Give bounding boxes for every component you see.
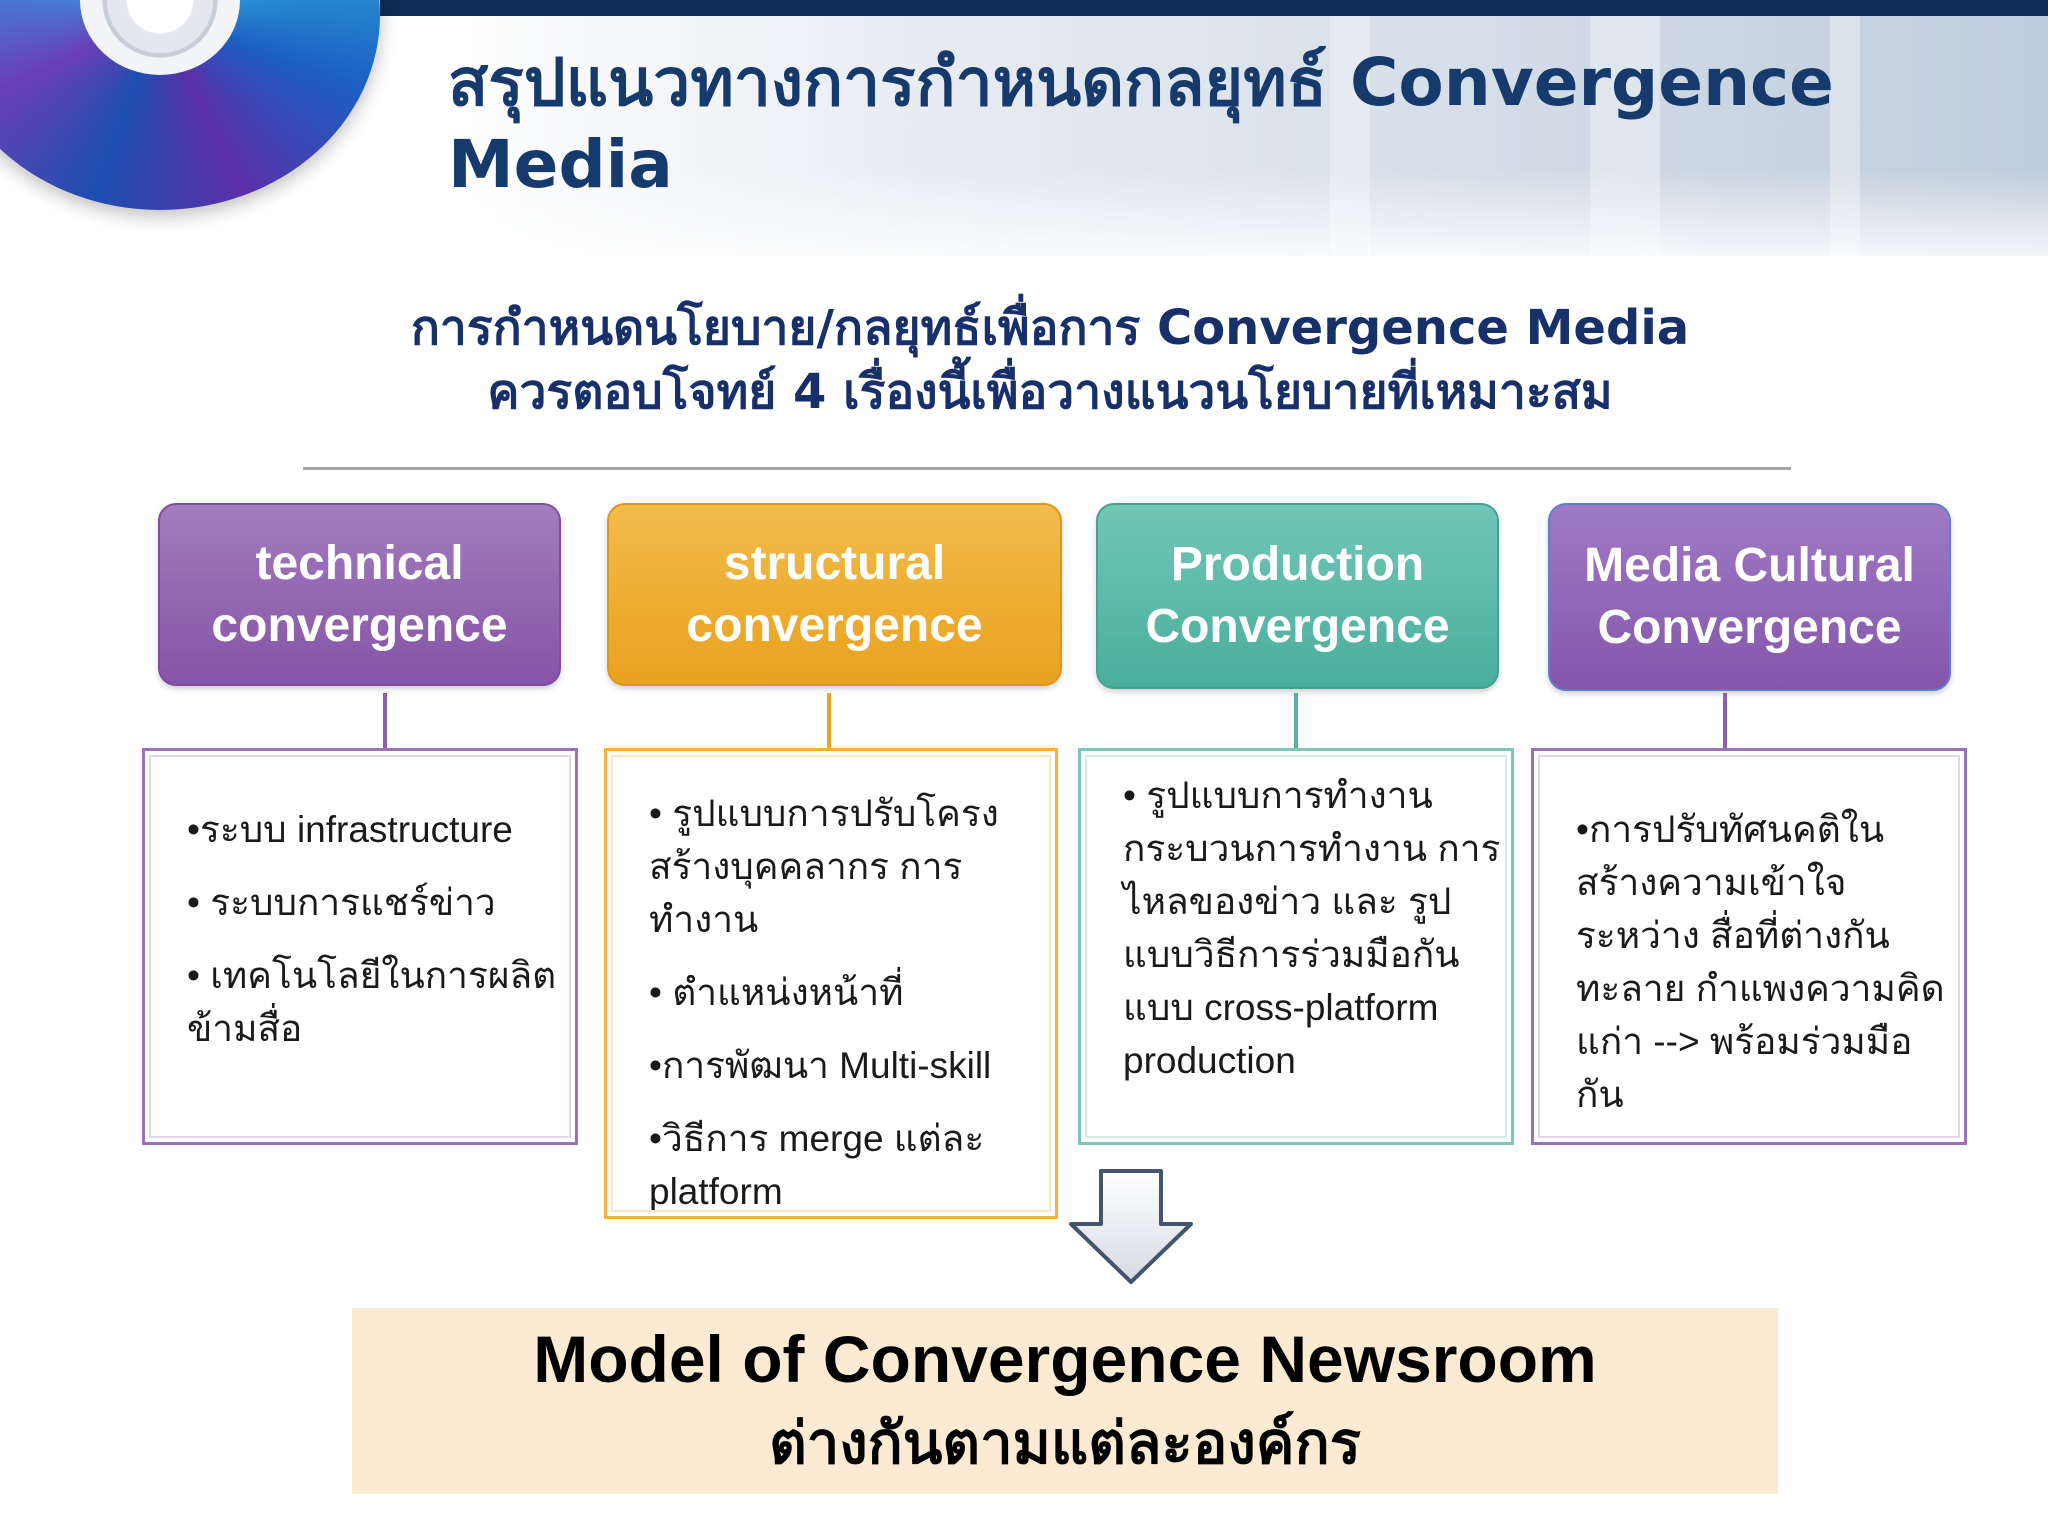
result-line-2: ต่างกันตามแต่ละองค์กร (769, 1409, 1361, 1477)
card-head-line: Convergence (1597, 601, 1902, 654)
card-head-production-convergence: Production Convergence (1096, 503, 1499, 689)
card-item: •ระบบ infrastructure (187, 809, 513, 850)
card-item: • รูปแบบการปรับโครงสร้างบุคคลากร การทำงา… (649, 793, 999, 940)
connector-line-2 (827, 693, 831, 748)
card-item: • ระบบการแชร์ข่าว (187, 882, 496, 923)
card-head-line: technical (255, 536, 464, 590)
divider-line (303, 467, 1791, 470)
connector-line-4 (1723, 693, 1727, 748)
subtitle-line-2: ควรตอบโจทย์ 4 เรื่องนี้เพื่อวางแนวนโยบาย… (487, 364, 1613, 420)
card-head-media-cultural-convergence: Media Cultural Convergence (1548, 503, 1951, 691)
card-item: •การปรับทัศนคติใน สร้างความเข้าใจระหว่าง… (1576, 809, 1945, 1115)
card-body-technical-convergence: •ระบบ infrastructure • ระบบการแชร์ข่าว •… (142, 748, 578, 1145)
result-line-1: Model of Convergence Newsroom (533, 1322, 1597, 1396)
card-head-line: convergence (686, 598, 983, 652)
result-banner: Model of Convergence Newsroom ต่างกันตาม… (352, 1308, 1778, 1494)
slide-subtitle: การกำหนดนโยบาย/กลยุทธ์เพื่อการ Convergen… (200, 296, 1900, 424)
connector-line-1 (383, 693, 387, 748)
card-head-line: convergence (211, 598, 508, 652)
card-item: • เทคโนโลยีในการผลิตข้ามสื่อ (187, 955, 557, 1049)
slide-title: สรุปแนวทางการกำหนดกลยุทธ์ Convergence Me… (448, 44, 1834, 203)
card-head-technical-convergence: technical convergence (158, 503, 561, 686)
card-item: • รูปแบบการทำงาน กระบวนการทำงาน การไหลขอ… (1123, 775, 1501, 1081)
down-arrow-icon (1069, 1169, 1193, 1284)
card-body-structural-convergence: • รูปแบบการปรับโครงสร้างบุคคลากร การทำงา… (604, 748, 1058, 1219)
card-item: •การพัฒนา Multi-skill (649, 1045, 992, 1086)
card-head-line: structural (723, 536, 946, 590)
card-head-line: Production (1170, 538, 1425, 591)
connector-line-3 (1294, 693, 1298, 748)
card-item: •วิธีการ merge แต่ละ platform (649, 1118, 985, 1212)
card-head-line: Media Cultural (1584, 539, 1915, 592)
card-item: • ตำแหน่งหน้าที่ (649, 972, 904, 1013)
card-head-structural-convergence: structural convergence (607, 503, 1062, 686)
top-bar (380, 0, 2048, 16)
card-head-line: Convergence (1145, 600, 1450, 653)
card-body-production-convergence: • รูปแบบการทำงาน กระบวนการทำงาน การไหลขอ… (1078, 748, 1514, 1145)
subtitle-line-1: การกำหนดนโยบาย/กลยุทธ์เพื่อการ Convergen… (410, 300, 1690, 356)
card-body-media-cultural-convergence: •การปรับทัศนคติใน สร้างความเข้าใจระหว่าง… (1531, 748, 1967, 1145)
header-fade (0, 170, 2048, 310)
